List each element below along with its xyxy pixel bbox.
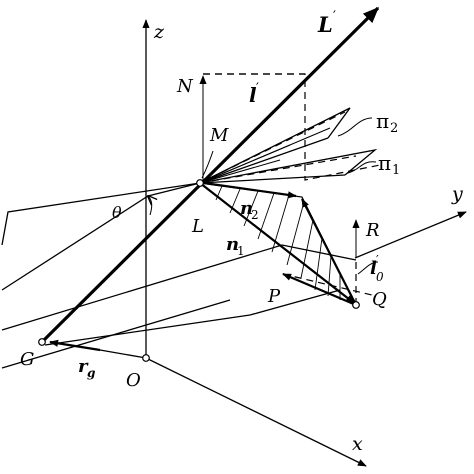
label-l: L (191, 216, 204, 237)
point-l (196, 179, 204, 187)
point-g (38, 338, 46, 346)
label-q: Q (372, 289, 387, 310)
label-rg: r (78, 356, 89, 377)
theta-arc (148, 196, 152, 216)
surface-ridge-line (1, 182, 201, 291)
label-n1-sub: 1 (237, 244, 245, 258)
label-y: y (451, 183, 463, 205)
label-z: z (153, 21, 165, 43)
surface-bottom-edge (1, 299, 231, 369)
surface-line-to-q (249, 289, 341, 316)
label-pi1-sub: 1 (392, 163, 400, 178)
label-m: M (209, 125, 229, 146)
plane-pi1-edge (199, 174, 346, 184)
label-pi2: π (376, 109, 389, 133)
plane-pi1-dash (199, 155, 357, 184)
label-r: R (365, 220, 380, 241)
vector-n2 (203, 181, 297, 199)
plane-ray-2 (199, 159, 281, 184)
pi1-leader (347, 161, 377, 174)
plane-pi2 (199, 107, 351, 184)
label-n2-sub: 2 (251, 208, 259, 222)
dashed-p-q (282, 273, 377, 297)
plane-pi2-dash (199, 111, 346, 184)
label-big-l-prime: L (317, 12, 333, 37)
pi2-leader (337, 117, 373, 137)
plane-pi1 (199, 148, 378, 184)
vector-q-to-p (282, 272, 357, 307)
l0-leader (357, 261, 379, 275)
label-x: x (352, 433, 363, 455)
surface-lower-edge (1, 244, 357, 331)
line-l-prime (40, 6, 380, 344)
label-p: P (267, 286, 281, 307)
label-theta: θ (112, 203, 122, 222)
label-n: N (176, 76, 194, 97)
plane-pi2-edge (199, 137, 329, 184)
label-n1: n (226, 234, 239, 255)
label-l-prime: l (249, 83, 257, 107)
label-l0-prime-mark: ′ (376, 253, 379, 267)
label-l0-prime: l (370, 258, 377, 279)
label-big-l-prime-mark: ′ (333, 9, 336, 24)
vector-rg (49, 339, 101, 352)
label-pi1: π (378, 151, 391, 175)
line-o-to-g (99, 349, 147, 359)
vector-q-to-top (301, 198, 357, 306)
y-axis (354, 211, 467, 259)
m-leader (201, 150, 214, 179)
surface-front-edge (44, 314, 251, 346)
label-l0-sub: 0 (376, 270, 384, 284)
plane-ray-3 (199, 127, 331, 184)
surface-outline (1, 182, 201, 246)
point-o (142, 354, 150, 362)
label-pi2-sub: 2 (390, 121, 398, 136)
label-o: O (126, 370, 141, 391)
label-g: G (20, 349, 34, 370)
label-n2: n (240, 198, 253, 219)
label-rg-sub: g (87, 366, 95, 380)
vector-n1 (199, 182, 355, 304)
x-axis (145, 357, 367, 467)
point-q (352, 301, 360, 309)
label-l-prime-mark: ′ (256, 81, 259, 96)
